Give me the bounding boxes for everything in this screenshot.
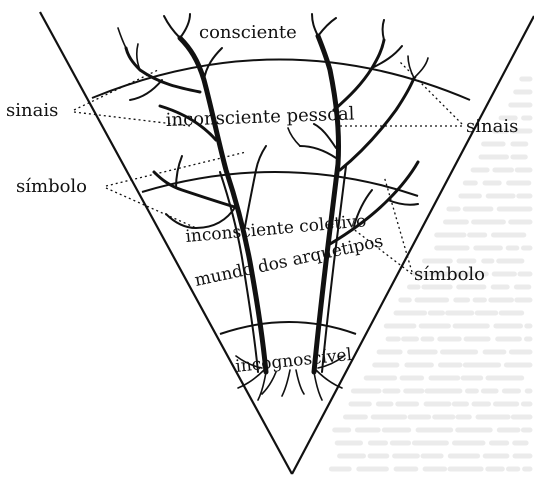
leader-simbolo-left-b bbox=[106, 188, 196, 228]
label-sinais-right: sinais bbox=[466, 116, 518, 137]
label-inconsciente-pessoal: inconsciente pessoal bbox=[165, 103, 355, 131]
tree-right-branch-8 bbox=[288, 56, 428, 146]
cone-left-edge bbox=[40, 12, 292, 474]
tree-right-branch-7 bbox=[312, 14, 384, 40]
label-simbolo-right: símbolo bbox=[414, 264, 485, 285]
label-sinais-left: sinais bbox=[6, 100, 58, 121]
arc-pessoal-boundary bbox=[142, 172, 418, 196]
layer-arcs bbox=[92, 59, 470, 334]
tree-right-branch-1 bbox=[334, 40, 384, 110]
leader-sinais-left-a bbox=[74, 70, 158, 110]
leader-lines bbox=[74, 62, 462, 274]
tree-right-branch-4 bbox=[300, 124, 336, 158]
tree-left-trunk bbox=[180, 38, 266, 372]
label-simbolo-left: símbolo bbox=[16, 176, 87, 197]
label-consciente: consciente bbox=[199, 22, 297, 43]
arc-incognoscivel-boundary bbox=[220, 322, 356, 334]
label-incognoscivel: incognoscível bbox=[234, 345, 352, 377]
tree-left-branch-8 bbox=[118, 28, 140, 70]
